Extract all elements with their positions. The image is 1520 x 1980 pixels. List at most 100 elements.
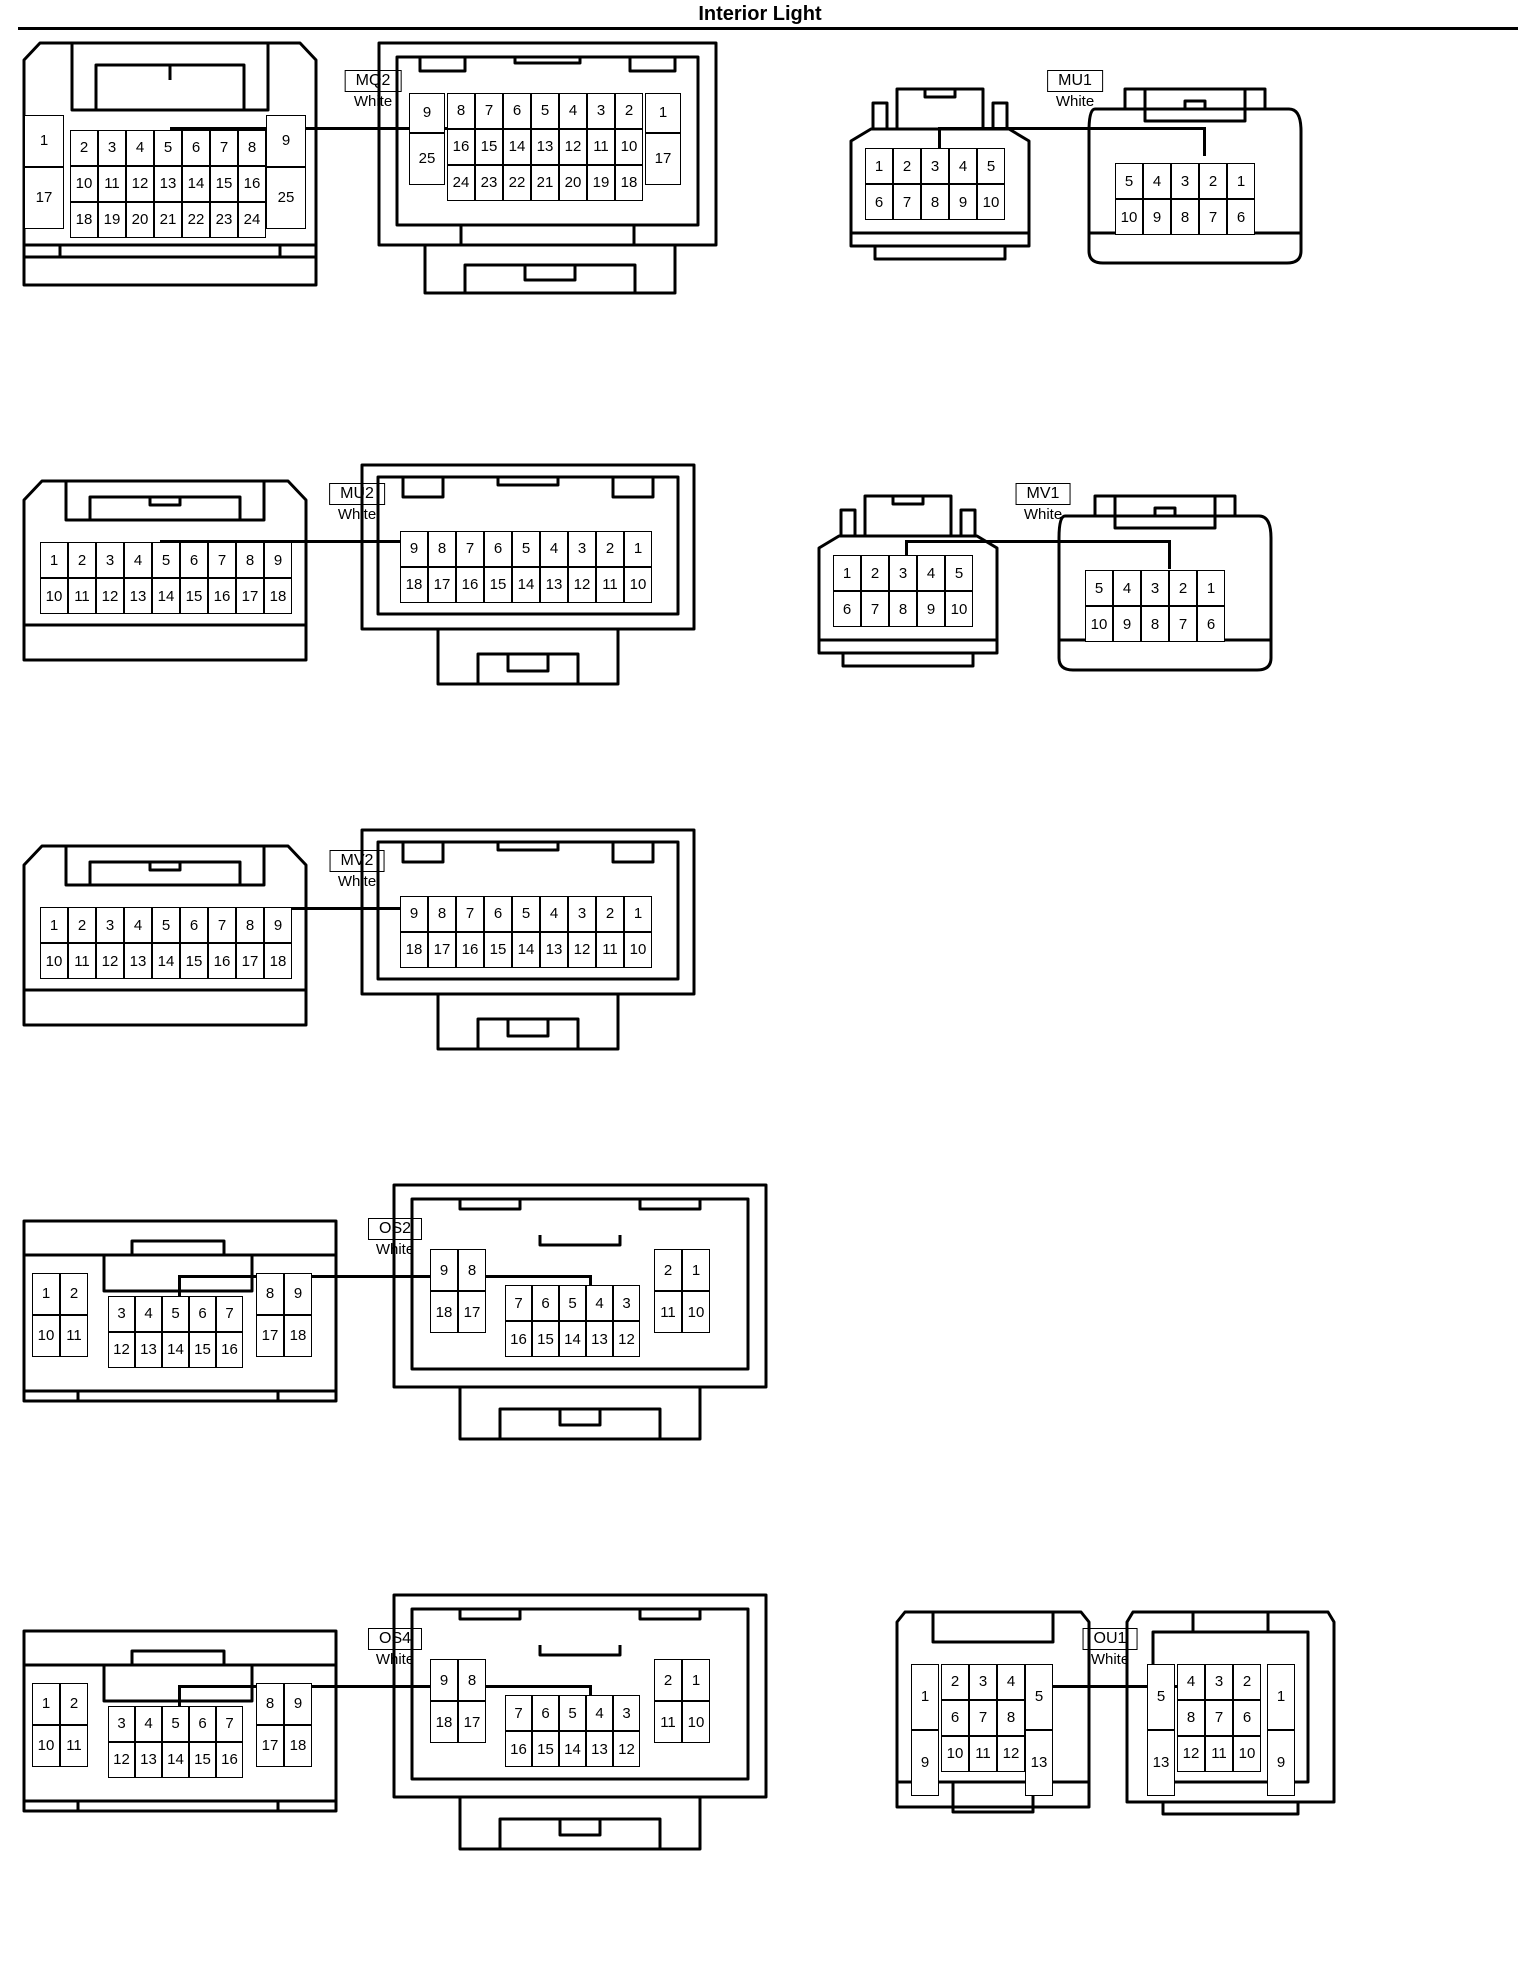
pin-cell: 5 [162,1295,189,1332]
pin-cell: 7 [505,1695,532,1731]
pin-cell: 1 [32,1682,60,1725]
pin-cell: 13 [1147,1729,1175,1796]
pin-cell: 1 [1197,570,1225,607]
pin-cell: 9 [284,1272,312,1315]
pin-cell: 3 [969,1663,997,1700]
connector-housing-outline [1087,87,1303,265]
pin-cell: 14 [512,566,540,603]
pin-cell: 8 [256,1272,284,1315]
pin-cell: 11 [596,931,624,968]
pin-cell: 4 [586,1695,613,1731]
pin-cell: 24 [238,201,266,238]
connector-pair-bracket [905,540,1171,569]
pin-cell: 11 [60,1724,88,1767]
pin-cell: 11 [654,1291,682,1333]
pin-cell: 18 [400,931,428,968]
pin-cell: 19 [98,201,126,238]
pin-cell: 17 [256,1314,284,1357]
connector-housing-outline [392,1183,768,1441]
pin-cell: 2 [941,1663,969,1700]
pin-cell: 5 [154,129,182,166]
pin-cell: 4 [1177,1663,1205,1700]
pin-cell: 5 [1085,570,1113,607]
pin-cell: 3 [587,92,615,129]
pin-cell: 13 [1025,1729,1053,1796]
pin-cell: 15 [532,1321,559,1357]
connector-housing-outline [360,463,696,685]
pin-cell: 3 [568,530,596,567]
pin-cell: 3 [613,1285,640,1321]
pin-cell: 2 [68,542,96,578]
pin-cell: 3 [108,1295,135,1332]
pin-cell: 3 [1205,1663,1233,1700]
pin-cell: 10 [40,943,68,979]
pin-cell: 6 [833,591,861,628]
pin-cell: 11 [68,943,96,979]
pin-cell: 5 [152,907,180,943]
connector-housing-outline [1125,1610,1336,1816]
pin-cell: 6 [532,1695,559,1731]
connector-code: MQ2 [344,70,402,92]
pin-cell: 9 [400,895,428,932]
pin-cell: 11 [587,128,615,165]
pin-cell: 11 [969,1735,997,1772]
pin-cell: 2 [1169,570,1197,607]
connector-housing-outline [849,87,1031,261]
pin-cell: 9 [917,591,945,628]
pin-cell: 17 [24,166,64,229]
pin-cell: 9 [266,114,306,167]
pin-cell: 18 [400,566,428,603]
pin-cell: 15 [180,578,208,614]
pin-cell: 8 [256,1682,284,1725]
pin-cell: 23 [475,164,503,201]
pin-cell: 16 [456,566,484,603]
pin-cell: 7 [456,530,484,567]
pin-cell: 9 [1113,606,1141,643]
pin-cell: 13 [540,931,568,968]
pin-cell: 16 [216,1741,243,1778]
pin-cell: 6 [484,530,512,567]
pin-cell: 1 [682,1659,710,1701]
pin-cell: 12 [1177,1735,1205,1772]
pin-cell: 4 [949,148,977,185]
pin-cell: 2 [893,148,921,185]
pin-cell: 6 [503,92,531,129]
pin-cell: 13 [540,566,568,603]
pin-cell: 12 [126,165,154,202]
pin-cell: 10 [32,1314,60,1357]
pin-cell: 5 [945,555,973,592]
connector-housing-outline [22,844,308,1027]
pin-cell: 5 [1025,1663,1053,1730]
pin-cell: 9 [409,92,445,133]
pin-cell: 14 [559,1321,586,1357]
pin-cell: 16 [238,165,266,202]
pin-cell: 14 [559,1731,586,1767]
connector-housing-outline [377,41,718,295]
pin-cell: 1 [624,895,652,932]
pin-cell: 22 [503,164,531,201]
pin-cell: 14 [512,931,540,968]
pin-cell: 9 [430,1659,458,1701]
pin-cell: 17 [458,1701,486,1743]
pin-cell: 6 [189,1705,216,1742]
pin-cell: 8 [458,1249,486,1291]
connector-color: White [1055,93,1095,110]
pin-cell: 7 [861,591,889,628]
pin-cell: 8 [428,895,456,932]
pin-cell: 5 [512,530,540,567]
pin-cell: 4 [1113,570,1141,607]
pin-cell: 8 [921,184,949,221]
pin-cell: 4 [586,1285,613,1321]
pin-cell: 5 [1115,163,1143,200]
pin-cell: 10 [615,128,643,165]
pin-cell: 9 [1143,199,1171,236]
